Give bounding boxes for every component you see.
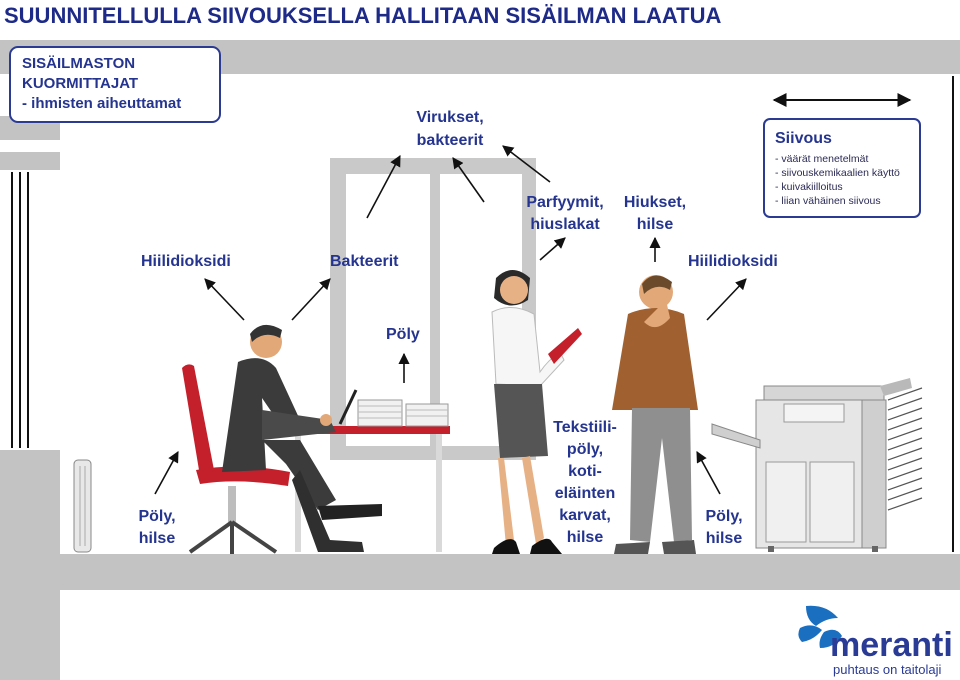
seated-man-figure [222, 324, 382, 552]
label-tekstiili-4: eläinten [555, 485, 615, 502]
label-tekstiili-6: hilse [567, 529, 604, 546]
label-tekstiili-3: koti- [568, 463, 602, 480]
label-bakteerit: Bakteerit [330, 253, 399, 270]
arrow [452, 157, 485, 203]
label-tekstiili-5: karvat, [559, 507, 611, 524]
arrow [204, 278, 245, 321]
arrows [154, 145, 747, 495]
label-hiilidioksidi-right: Hiilidioksidi [688, 253, 778, 270]
pollutant-labels: Virukset, bakteerit Parfyymit, hiuslakat… [138, 109, 777, 547]
arrow [366, 155, 401, 219]
label-hiukset-2: hilse [637, 216, 674, 233]
loaders-line-3: - ihmisten aiheuttamat [22, 95, 181, 112]
siivous-box: Siivous - väärät menetelmät - siivouskem… [763, 93, 921, 218]
page-title: SUUNNITELLULLA SIIVOUKSELLA HALLITAAN SI… [4, 3, 722, 28]
label-poly-hilse-right-1: Pöly, [705, 508, 742, 525]
standing-woman-figure [491, 270, 582, 554]
arrow [706, 278, 747, 321]
arrow [291, 278, 331, 321]
label-tekstiili-2: pöly, [567, 441, 603, 458]
label-tekstiili-1: Tekstiili- [553, 419, 617, 436]
siivous-item: - kuivakiilloitus [775, 181, 843, 193]
left-wall-band [0, 152, 60, 170]
label-poly: Pöly [386, 326, 420, 343]
meranti-logo: meranti puhtaus on taitolaji [798, 605, 953, 677]
label-parfyymit-1: Parfyymit, [526, 194, 603, 211]
logo-slogan: puhtaus on taitolaji [833, 662, 942, 677]
label-parfyymit-2: hiuslakat [530, 216, 600, 233]
siivous-item: - siivouskemikaalien käyttö [775, 167, 900, 179]
floor-slab [0, 554, 960, 590]
label-virukset-1: Virukset, [416, 109, 483, 126]
loaders-line-2: KUORMITTAJAT [22, 75, 138, 92]
siivous-item: - väärät menetelmät [775, 153, 868, 165]
arrow [502, 145, 551, 183]
arrow [539, 237, 566, 261]
label-poly-hilse-left-2: hilse [139, 530, 176, 547]
arrow [154, 451, 179, 495]
label-poly-hilse-left-1: Pöly, [138, 508, 175, 525]
loaders-line-1: SISÄILMASTON [22, 55, 135, 72]
loaders-box: SISÄILMASTON KUORMITTAJAT - ihmisten aih… [9, 46, 221, 123]
copier-machine [711, 378, 923, 552]
label-virukset-2: bakteerit [417, 132, 484, 149]
drop-logo-icon [798, 605, 842, 648]
standing-man-figure [612, 275, 698, 554]
radiator [73, 459, 92, 553]
siivous-title: Siivous [775, 130, 832, 147]
label-hiukset-1: Hiukset, [624, 194, 686, 211]
label-hiilidioksidi-left: Hiilidioksidi [141, 253, 231, 270]
siivous-item: - liian vähäinen siivous [775, 195, 881, 207]
label-poly-hilse-right-2: hilse [706, 530, 743, 547]
office-chair [182, 364, 290, 554]
logo-name: meranti [830, 626, 953, 664]
arrow [696, 451, 721, 495]
